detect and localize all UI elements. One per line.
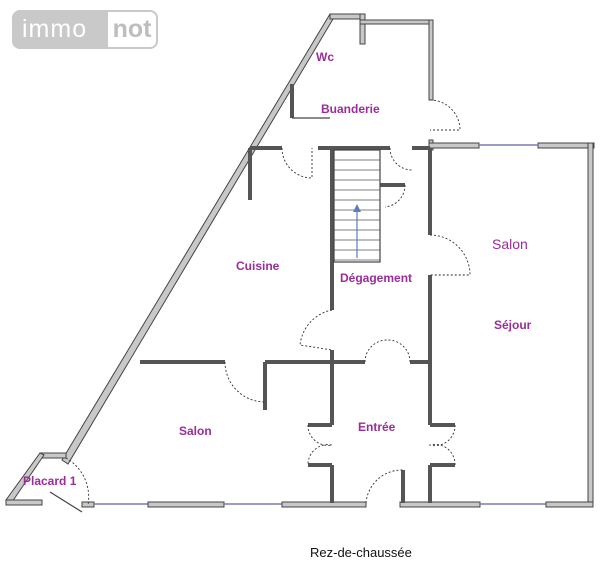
room-label-placard: Placard 1 [23,474,77,488]
interior-walls [140,84,455,503]
exterior-walls [5,13,595,508]
staircase [333,149,381,263]
stair-arrow-icon [353,204,361,212]
logo-part-immo: immo [22,15,88,43]
room-label-salon-left: Salon [179,424,212,438]
room-label-salon-right: Salon [492,236,528,252]
logo-part-not: not [108,12,156,47]
room-label-entree: Entrée [358,420,396,434]
door-swings [49,99,471,513]
room-label-degagement: Dégagement [340,271,412,285]
room-label-cuisine: Cuisine [236,259,280,273]
floor-caption: Rez-de-chaussée [310,545,412,560]
immonot-logo: immo not [12,10,158,49]
room-label-buanderie: Buanderie [321,102,380,116]
room-label-sejour: Séjour [494,318,532,332]
room-label-wc: Wc [316,50,334,64]
